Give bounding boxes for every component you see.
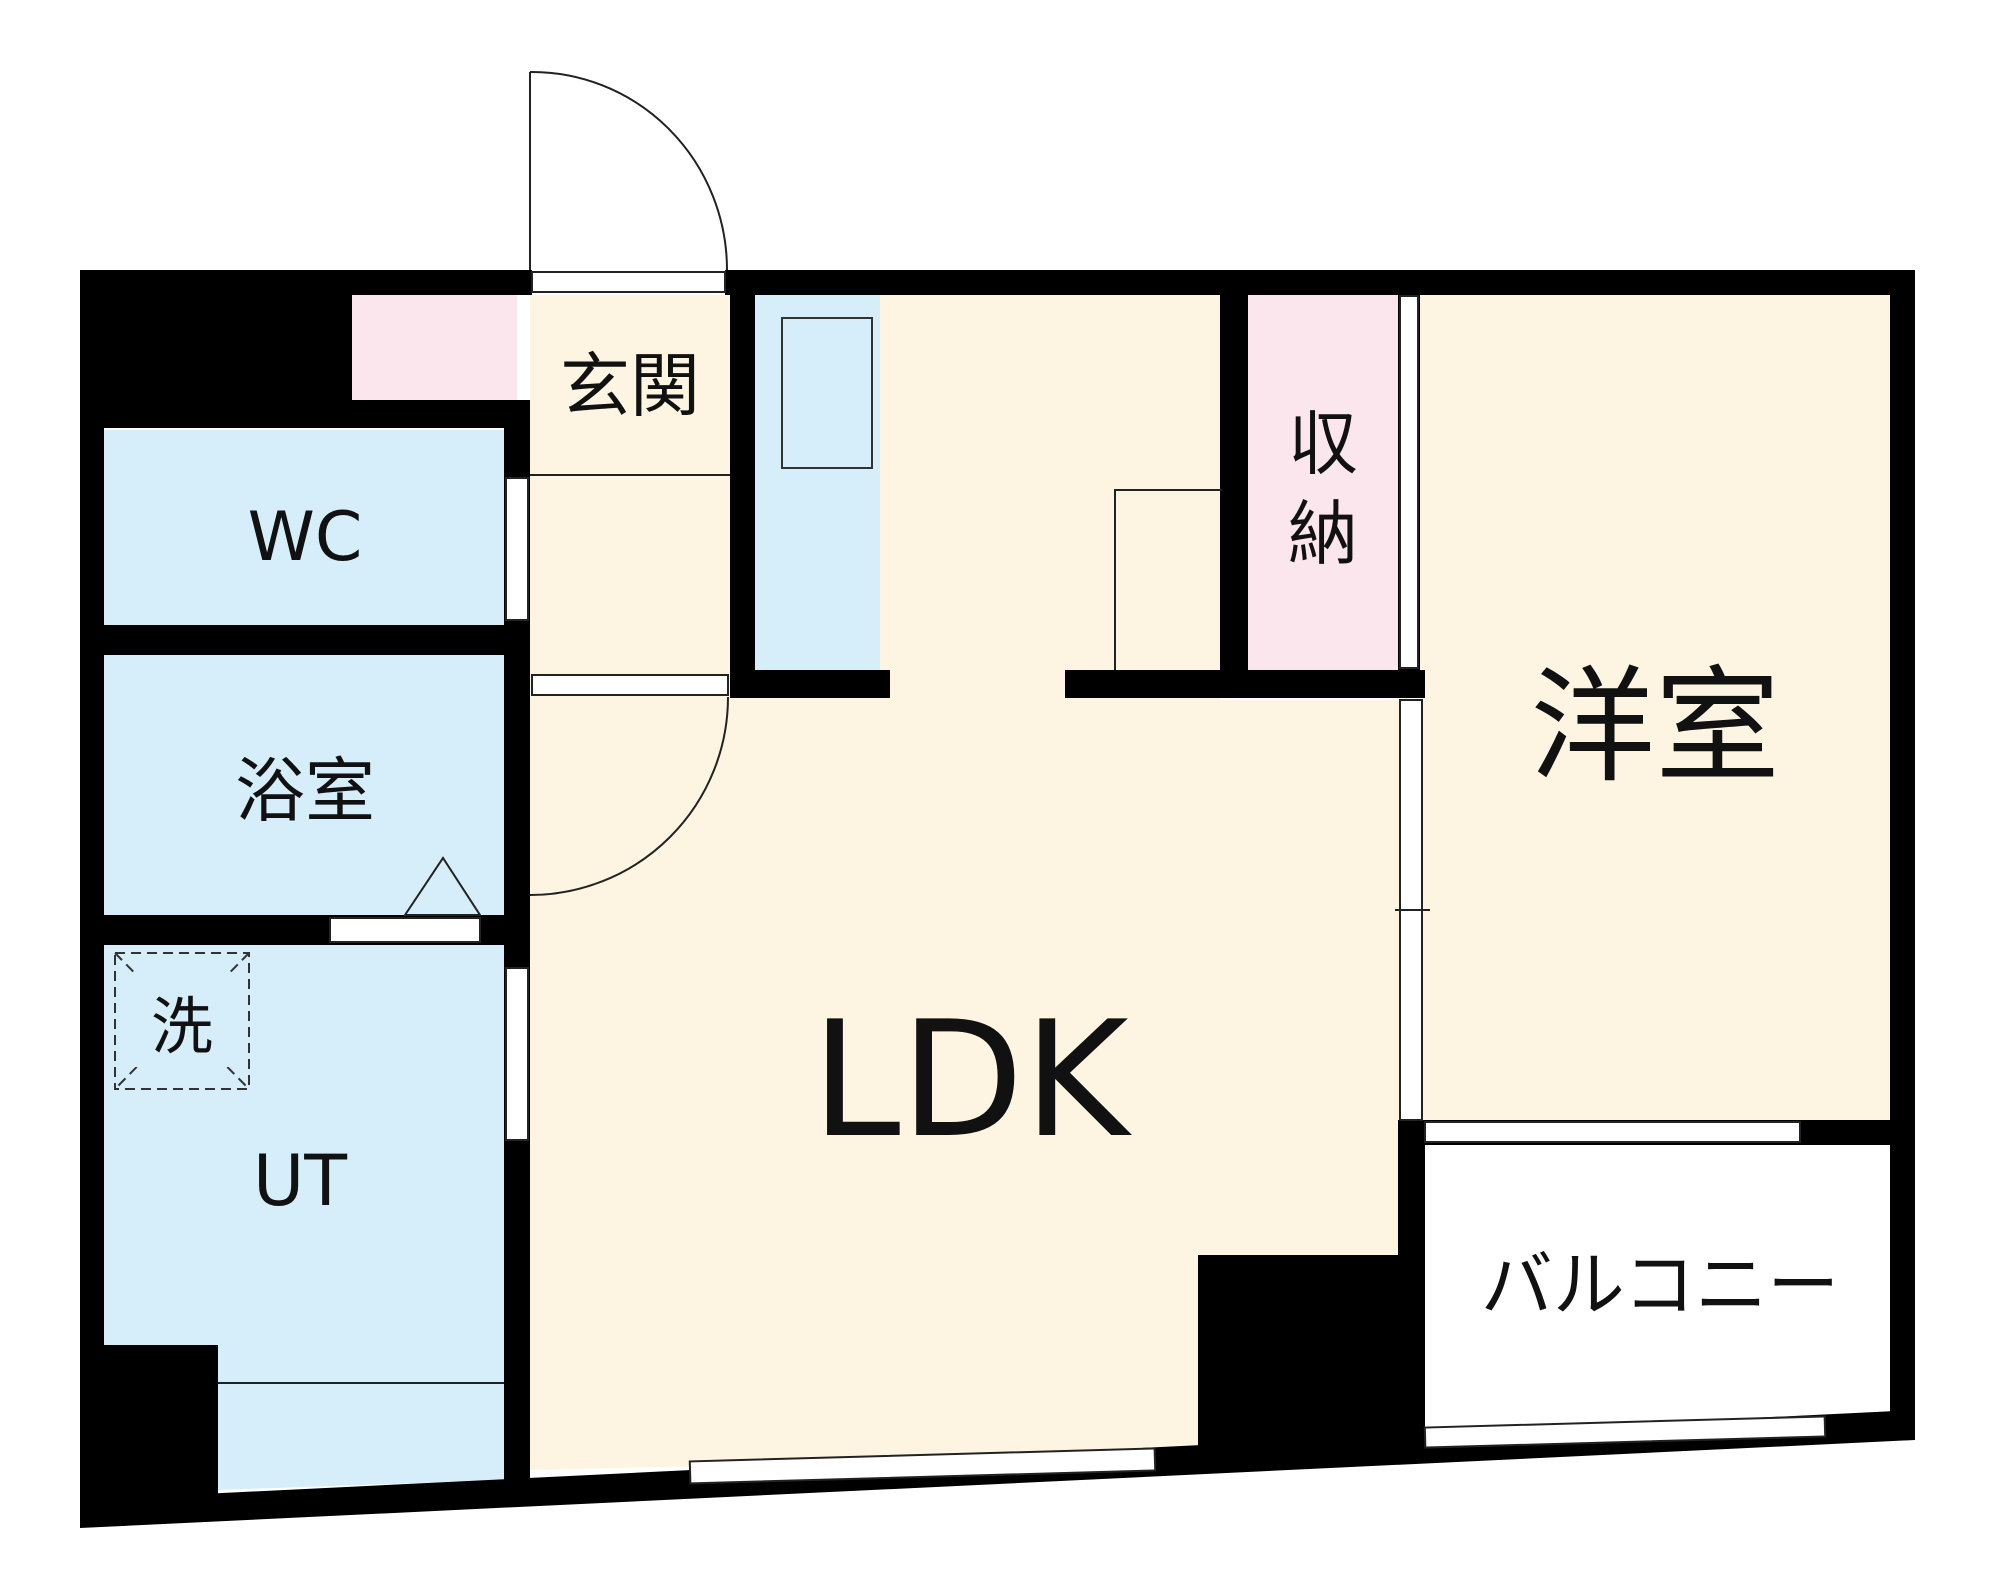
label-washer: 洗 <box>151 990 213 1063</box>
wall-left <box>80 270 104 1525</box>
column-bottom-left <box>80 1345 218 1500</box>
western-window <box>1424 1121 1801 1143</box>
wall-top-mid <box>725 270 1915 295</box>
western-room-floor <box>1420 295 1890 1120</box>
balcony-floor <box>1425 1145 1890 1435</box>
kitchen-counter <box>755 295 880 670</box>
wc-floor <box>104 430 504 625</box>
storage-door <box>1399 295 1419 669</box>
hall-door-gap <box>531 674 729 696</box>
utility-floor <box>104 945 504 1490</box>
wall-wc-bath <box>104 625 530 655</box>
bath-floor <box>104 655 504 915</box>
ldk-window <box>688 1447 1157 1485</box>
shoe-storage-floor <box>352 295 517 400</box>
label-balcony: バルコニー <box>1481 1243 1840 1327</box>
wall-storage-left <box>1220 270 1248 698</box>
column-ldk <box>1198 1255 1400 1465</box>
label-bath: 浴室 <box>235 750 375 832</box>
label-utility: UT <box>253 1140 347 1222</box>
bath-step-icon <box>403 856 482 916</box>
label-ldk: LDK <box>811 986 1132 1173</box>
ut-door <box>505 967 529 1141</box>
balcony-window <box>1423 1415 1827 1449</box>
entrance-floor <box>530 295 730 470</box>
label-wc: WC <box>248 498 363 577</box>
label-entrance: 玄関 <box>560 345 700 427</box>
hall-floor <box>530 470 730 675</box>
label-western-room: 洋室 <box>1530 655 1780 800</box>
entrance-door-gap <box>531 271 726 293</box>
wc-door <box>505 477 529 621</box>
wall-ldk-western <box>1398 1120 1425 1455</box>
wall-entrance-kitchen <box>730 270 755 695</box>
wall-kitchen-bottom <box>730 670 890 698</box>
fridge-space <box>1114 489 1222 670</box>
washer-label-bg <box>135 975 230 1067</box>
washer-space <box>114 952 250 1090</box>
bath-door <box>329 917 481 943</box>
label-storage-top: 収 <box>1288 403 1358 485</box>
wall-shoe-bottom <box>352 400 530 428</box>
kitchen-sink <box>781 317 873 469</box>
column-top-left <box>80 270 352 428</box>
wall-storage-bottom <box>1065 670 1425 698</box>
front-door-arc <box>529 70 728 271</box>
hall-door-arc <box>529 696 729 896</box>
label-storage-bottom: 納 <box>1288 493 1358 575</box>
storage-floor <box>1248 295 1398 673</box>
wall-right <box>1890 270 1915 1440</box>
